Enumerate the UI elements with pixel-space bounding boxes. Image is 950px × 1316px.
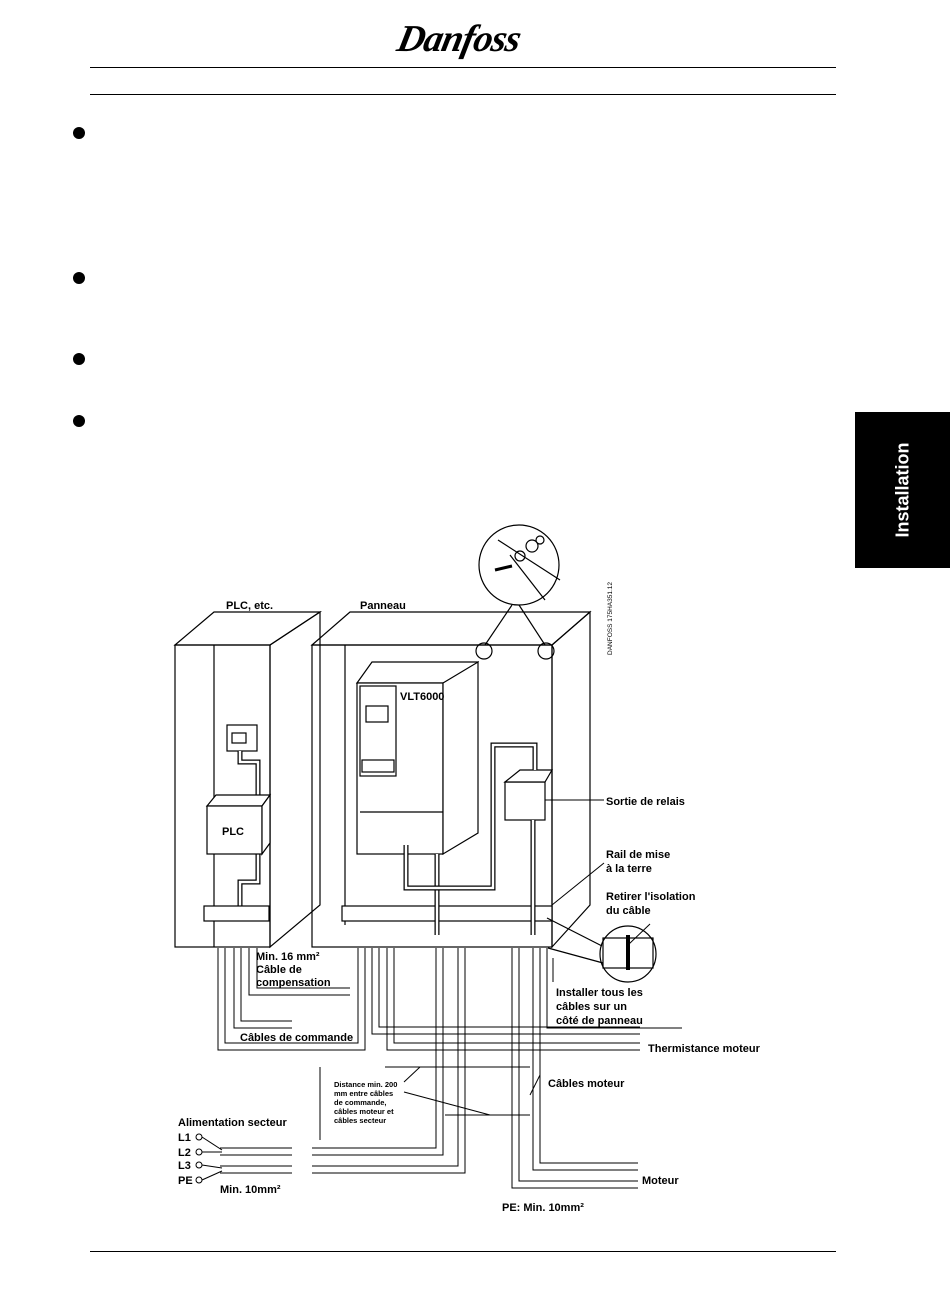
phase-l1: L1 <box>178 1132 191 1144</box>
bullet-4 <box>73 415 85 427</box>
control-cables-label: Câbles de commande <box>240 1032 353 1044</box>
footer-rule <box>90 1251 836 1252</box>
panel-label: Panneau <box>360 600 406 612</box>
section-tab-installation: Installation <box>855 412 950 568</box>
bullet-1 <box>73 127 85 139</box>
external-cables <box>195 799 682 1189</box>
phase-pe: PE <box>178 1175 193 1187</box>
strip-insulation-label-2: du câble <box>606 905 651 917</box>
header-rule-top <box>90 67 836 68</box>
detail-screw-magnifier <box>478 524 561 646</box>
plc-cabinet-label: PLC, etc. <box>226 600 273 612</box>
panel-cabinet <box>310 610 592 949</box>
figure-code: DANFOSS 175HA351.12 <box>607 582 614 655</box>
motor-cables-label: Câbles moteur <box>548 1078 625 1090</box>
motor-label: Moteur <box>642 1175 679 1187</box>
ground-rail-label-1: Rail de mise <box>606 849 670 861</box>
mains-supply-label: Alimentation secteur <box>178 1117 288 1129</box>
header-rule-bottom <box>90 94 836 95</box>
distance-note-2: mm entre câbles <box>334 1089 393 1098</box>
distance-note-5: câbles secteur <box>334 1116 386 1125</box>
strip-insulation-label-1: Retirer l'isolation <box>606 891 696 903</box>
phase-l3: L3 <box>178 1160 191 1172</box>
bullet-2 <box>73 272 85 284</box>
compensation-label-1: Min. 16 mm² <box>256 951 320 963</box>
distance-note-1: Distance min. 200 <box>334 1080 397 1089</box>
plc-cabinet <box>173 610 322 949</box>
compensation-label-3: compensation <box>256 977 331 989</box>
bullet-3 <box>73 353 85 365</box>
install-cables-label-1: Installer tous les <box>556 987 643 999</box>
motor-thermistor-label: Thermistance moteur <box>648 1043 761 1055</box>
distance-note-4: câbles moteur et <box>334 1107 394 1116</box>
distance-note-3: de commande, <box>334 1098 387 1107</box>
plc-label: PLC <box>222 826 244 838</box>
drive-label: VLT6000 <box>400 691 444 703</box>
mains-pe-min-label: Min. 10mm² <box>220 1184 281 1196</box>
motor-pe-min-label: PE: Min. 10mm² <box>502 1202 584 1214</box>
install-cables-label-2: câbles sur un <box>556 1001 627 1013</box>
relay-output-label: Sortie de relais <box>606 796 685 808</box>
ground-rail-label-2: à la terre <box>606 863 652 875</box>
install-cables-label-3: côté de panneau <box>556 1015 643 1027</box>
phase-l2: L2 <box>178 1147 191 1159</box>
compensation-label-2: Câble de <box>256 964 302 976</box>
detail-insulation-magnifier <box>546 917 657 983</box>
